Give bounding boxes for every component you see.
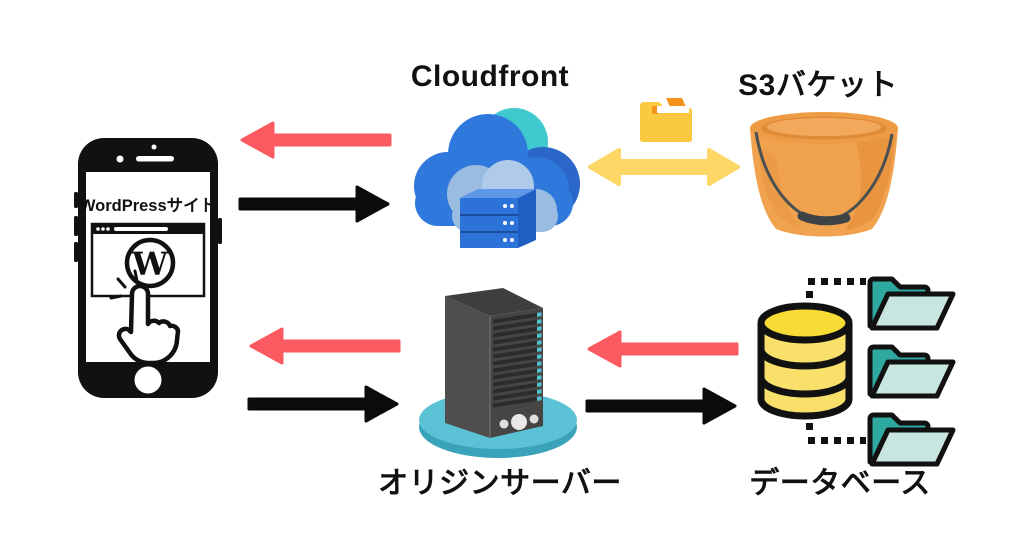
wordpress-logo-icon: W (124, 237, 176, 289)
bucket-handle-icon (754, 131, 894, 226)
data-folder-icon-3 (864, 406, 960, 470)
client-label: WordPressサイト (79, 197, 217, 215)
hand-cursor-icon (116, 283, 181, 366)
database-icon (753, 299, 857, 423)
arrow-database-to-origin-response (584, 329, 740, 369)
home-button-icon (134, 366, 162, 394)
arrow-cloudfront-to-client-response (237, 120, 393, 160)
origin-server-icon (418, 276, 583, 462)
smartphone-icon: W (74, 138, 222, 398)
arrow-origin-to-client-response (246, 326, 402, 366)
dotted-connector-bottom-dot (806, 423, 813, 430)
data-folder-icon-2 (864, 338, 960, 402)
s3-bucket-icon (746, 102, 902, 240)
dotted-connector-top (808, 278, 866, 285)
dotted-connector-bottom (808, 437, 866, 444)
cloudfront-icon (402, 102, 582, 248)
origin-label: オリジンサーバー (378, 467, 622, 500)
database-label: データベース (749, 467, 931, 500)
dotted-connector-top-dot (806, 291, 813, 298)
arrow-origin-to-database-request (584, 386, 740, 426)
data-folder-icon-1 (864, 270, 960, 334)
file-folder-icon (637, 95, 695, 143)
cloudfront-label: Cloudfront (410, 60, 570, 93)
arrow-client-to-origin-request (246, 384, 402, 424)
arrow-client-to-cloudfront-request (237, 184, 393, 224)
s3-label: S3バケット (738, 69, 898, 102)
arrow-cloudfront-s3-bidirectional (585, 146, 743, 188)
client-node: W WordPressサイト (74, 138, 222, 400)
edge-server-rack-icon (460, 189, 536, 248)
click-burst-icon (109, 269, 139, 300)
